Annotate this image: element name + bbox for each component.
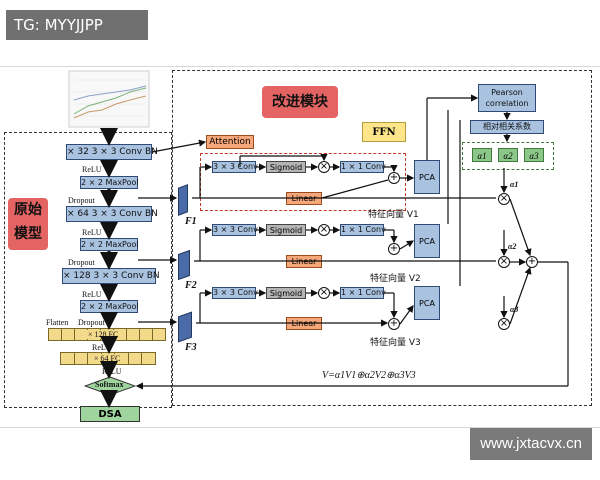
conv1x1-branch-2: 1 × 1 Conv: [340, 224, 386, 236]
sigmoid-branch-1: Sigmoid: [266, 161, 306, 173]
multiply-node-2: ×: [318, 224, 330, 236]
pca-box-2: PCA: [414, 224, 440, 258]
relative-coefficient-box: 相对相关系数: [470, 120, 544, 134]
attention-box: Attention: [206, 135, 254, 149]
feature-vector-v2: 特征向量 V2: [370, 274, 421, 284]
multiply-node-1: ×: [318, 161, 330, 173]
sigmoid-branch-2: Sigmoid: [266, 224, 306, 236]
fc-label-128: × 128 FC: [86, 330, 121, 339]
improved-module-panel: [172, 70, 592, 406]
alpha3-box: α3: [524, 148, 544, 162]
alpha-multiply-node-2: ×: [498, 256, 510, 268]
alpha3-label: α3: [510, 305, 519, 314]
figure-frame: [0, 66, 600, 428]
multiply-node-3: ×: [318, 287, 330, 299]
alpha1-label: α1: [510, 180, 519, 189]
fc-label-64: × 64 FC: [92, 354, 123, 363]
alpha1-box: α1: [472, 148, 492, 162]
flatten-label: Flatten: [46, 318, 69, 327]
pearson-correlation-box: Pearson correlation: [478, 84, 536, 112]
alpha-multiply-node-3: ×: [498, 318, 510, 330]
watermark-bottom: www.jxtacvx.cn: [470, 428, 592, 460]
conv3x3-branch-1: 3 × 3 Conv: [212, 161, 258, 173]
relu-label-3: ReLU: [82, 290, 102, 299]
alpha-multiply-node-1: ×: [498, 193, 510, 205]
pca-box-1: PCA: [414, 160, 440, 194]
fusion-formula: V=α1V1⊕α2V2⊕α3V3: [322, 370, 416, 381]
conv3x3-branch-2: 3 × 3 Conv: [212, 224, 258, 236]
alpha-group: [462, 142, 554, 170]
input-chart-thumbnail: [68, 70, 150, 128]
conv1x1-branch-1: 1 × 1 Conv: [340, 161, 386, 173]
f2-label: F2: [185, 280, 197, 291]
ffn-box: FFN: [362, 122, 406, 142]
feature-vector-v3: 特征向量 V3: [370, 338, 421, 348]
dropout-label-3: Dropout: [78, 318, 105, 327]
add-node-2: +: [388, 243, 400, 255]
alpha2-label: α2: [508, 242, 517, 251]
dropout-label-2: Dropout: [68, 258, 95, 267]
alpha2-box: α2: [498, 148, 518, 162]
conv3x3-branch-3: 3 × 3 Conv: [212, 287, 258, 299]
sigmoid-branch-3: Sigmoid: [266, 287, 306, 299]
watermark-top: TG: MYYJJPP: [6, 10, 148, 40]
conv1x1-branch-3: 1 × 1 Conv: [340, 287, 386, 299]
pca-box-3: PCA: [414, 286, 440, 320]
relu-label-1: ReLU: [82, 165, 102, 174]
original-model-title: 原始 模型: [8, 198, 48, 250]
softmax-label: Softmax: [95, 380, 124, 389]
dropout-label-1: Dropout: [68, 196, 95, 205]
add-node-3: +: [388, 318, 400, 330]
feature-vector-v1: 特征向量 V1: [368, 210, 419, 220]
relu-label-2: ReLU: [82, 228, 102, 237]
improved-module-title: 改进模块: [262, 86, 338, 118]
f1-label: F1: [185, 216, 197, 227]
f3-label: F3: [185, 342, 197, 353]
sum-node: +: [526, 256, 538, 268]
add-node-1: +: [388, 172, 400, 184]
